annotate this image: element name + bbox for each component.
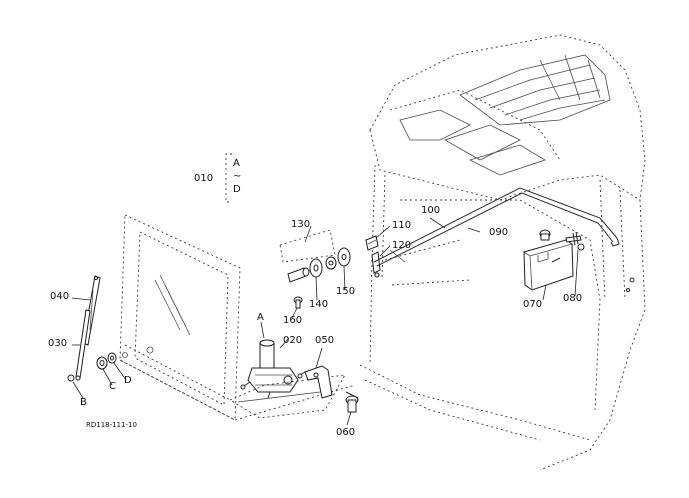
leader-lines — [71, 217, 579, 426]
callout-050: 050 — [315, 335, 335, 346]
pump-080 — [565, 231, 582, 246]
washer-140 — [309, 258, 323, 278]
washer-C — [96, 356, 108, 370]
drawing-code: RD118-111-10 — [86, 421, 137, 429]
group-number-label: 010 — [194, 173, 214, 184]
callout-070: 070 — [523, 299, 543, 310]
callout-030: 030 — [48, 338, 68, 349]
group-130-outline — [279, 229, 336, 263]
bolt-060 — [345, 391, 359, 413]
group-range-end: D — [233, 184, 241, 195]
callout-120: 120 — [392, 240, 412, 251]
cab-body — [359, 34, 646, 471]
callout-090: 090 — [489, 227, 509, 238]
tank-cap — [539, 229, 551, 241]
bolt-160 — [293, 296, 303, 309]
callout-A: A — [257, 312, 264, 323]
callout-080: 080 — [563, 293, 583, 304]
callout-150: 150 — [336, 286, 356, 297]
motor-bracket — [229, 374, 346, 419]
group-range-tilde: ~ — [233, 171, 242, 182]
callout-110: 110 — [392, 220, 412, 231]
washer-B — [67, 374, 75, 382]
callout-130: 130 — [291, 219, 311, 230]
window-panel — [119, 214, 356, 421]
wiper-motor — [240, 339, 299, 399]
callout-B: B — [80, 397, 87, 408]
group-bracket-010 — [225, 153, 232, 203]
bracket-050 — [297, 365, 333, 399]
clamp-110 — [365, 235, 379, 251]
washer-150 — [337, 247, 351, 267]
washer-tank — [523, 239, 574, 291]
grommet-150 — [325, 256, 337, 270]
group-range-start: A — [233, 158, 240, 169]
callout-D: D — [124, 375, 132, 386]
nut-D — [107, 352, 117, 364]
hose-end-clip — [577, 243, 585, 251]
callout-C: C — [109, 381, 116, 392]
nozzle-120 — [371, 251, 381, 278]
callout-020: 020 — [283, 335, 303, 346]
callout-160: 160 — [283, 315, 303, 326]
washer-hose — [373, 187, 620, 267]
callout-140: 140 — [309, 299, 329, 310]
callout-060: 060 — [336, 427, 356, 438]
callout-100: 100 — [421, 205, 441, 216]
callout-040: 040 — [50, 291, 70, 302]
bolt-140 — [287, 267, 310, 283]
wiper-arm — [75, 309, 91, 381]
